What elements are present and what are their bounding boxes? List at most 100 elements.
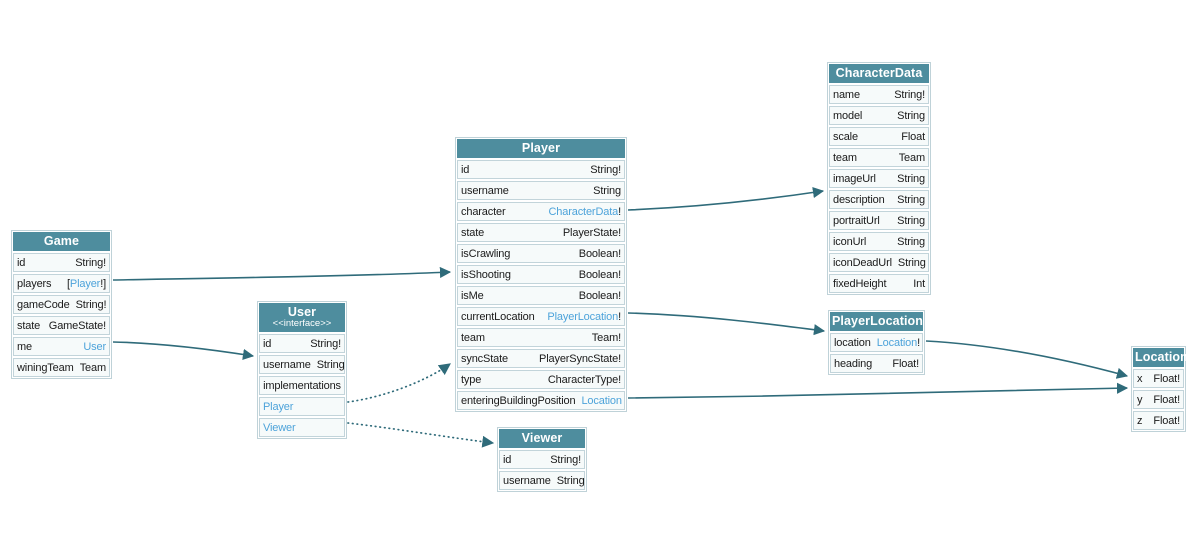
field-type: CharacterType! (547, 373, 621, 386)
type-link-CharacterData[interactable]: CharacterData (548, 205, 619, 218)
field-name: team (833, 151, 857, 164)
field-type: Float! (1153, 393, 1180, 406)
field-name: y (1137, 393, 1143, 406)
field-name: id (461, 163, 470, 176)
table-title: CharacterData (835, 66, 923, 80)
field-name: iconDeadUrl (833, 256, 892, 269)
table-header-viewer[interactable]: Viewer (499, 429, 585, 448)
edge-player-currentlocation-to-playerlocation (627, 312, 826, 336)
table-header-game[interactable]: Game (13, 232, 110, 251)
section-label: implementations (263, 379, 341, 392)
field-name: heading (834, 357, 873, 370)
field-type: Location! (876, 336, 921, 349)
type-link-Location[interactable]: Location (581, 394, 622, 407)
field-name: description (833, 193, 885, 206)
table-header-playerlocation[interactable]: PlayerLocation (830, 312, 923, 331)
field-name: isCrawling (461, 247, 511, 260)
field-row-user-Player[interactable]: Player (259, 397, 345, 416)
field-row-user-Viewer[interactable]: Viewer (259, 418, 345, 437)
field-name: imageUrl (833, 172, 876, 185)
edge-game-players-to-player (112, 266, 452, 281)
field-name: state (461, 226, 485, 239)
field-row-characterData-iconUrl[interactable]: iconUrl String (829, 232, 929, 251)
field-type: Float! (1153, 414, 1180, 427)
type-link-User[interactable]: User (83, 340, 106, 353)
table-header-characterdata[interactable]: CharacterData (829, 64, 929, 83)
field-name: id (503, 453, 512, 466)
table-header-user[interactable]: User <<interface>> (259, 303, 345, 332)
field-type: String (897, 193, 925, 206)
field-row-game-id[interactable]: id String! (13, 253, 110, 272)
type-link-Player[interactable]: Player (69, 277, 101, 290)
field-type: PlayerLocation! (547, 310, 621, 323)
edge-game-me-to-user (112, 341, 255, 360)
field-name: players (17, 277, 52, 290)
field-row-game-players[interactable]: players[Player!] (13, 274, 110, 293)
table-playerlocation: PlayerLocation location Location!heading F… (828, 310, 925, 375)
field-name: me (17, 340, 32, 353)
field-type: String (593, 184, 621, 197)
field-row-game-me[interactable]: me User (13, 337, 110, 356)
field-type: String! (894, 88, 925, 101)
field-name: model (833, 109, 863, 122)
type-link-Player[interactable]: Player (263, 400, 294, 413)
table-header-player[interactable]: Player (457, 139, 625, 158)
field-type: String (556, 474, 585, 487)
type-link-Viewer[interactable]: Viewer (263, 421, 296, 434)
field-type: Float! (892, 357, 919, 370)
edge-user-viewer-implementation (347, 422, 495, 448)
field-row-player-type[interactable]: type CharacterType! (457, 370, 625, 389)
field-name: location (834, 336, 871, 349)
field-row-playerLocation-location[interactable]: location Location! (830, 333, 923, 352)
field-type: String (897, 235, 925, 248)
field-name: type (461, 373, 482, 386)
type-link-Location[interactable]: Location (876, 336, 918, 349)
table-header-location[interactable]: Location (1133, 348, 1188, 367)
field-row-characterData-description[interactable]: description String (829, 190, 929, 209)
field-row-user-implementations: implementations (259, 376, 345, 395)
field-row-location-y[interactable]: y Float! (1133, 390, 1184, 409)
field-name: id (17, 256, 26, 269)
type-link-PlayerLocation[interactable]: PlayerLocation (547, 310, 619, 323)
field-type: Int (913, 277, 925, 290)
field-name: team (461, 331, 485, 344)
field-type: User (83, 341, 106, 353)
field-type: Location (581, 394, 622, 407)
field-type: Float! (1153, 372, 1180, 385)
field-type: String! (75, 256, 106, 269)
edge-user-player-implementation (347, 363, 451, 403)
field-name: iconUrl (833, 235, 867, 248)
field-row-playerLocation-heading[interactable]: heading Float! (830, 354, 923, 373)
field-type: Boolean! (578, 289, 621, 302)
